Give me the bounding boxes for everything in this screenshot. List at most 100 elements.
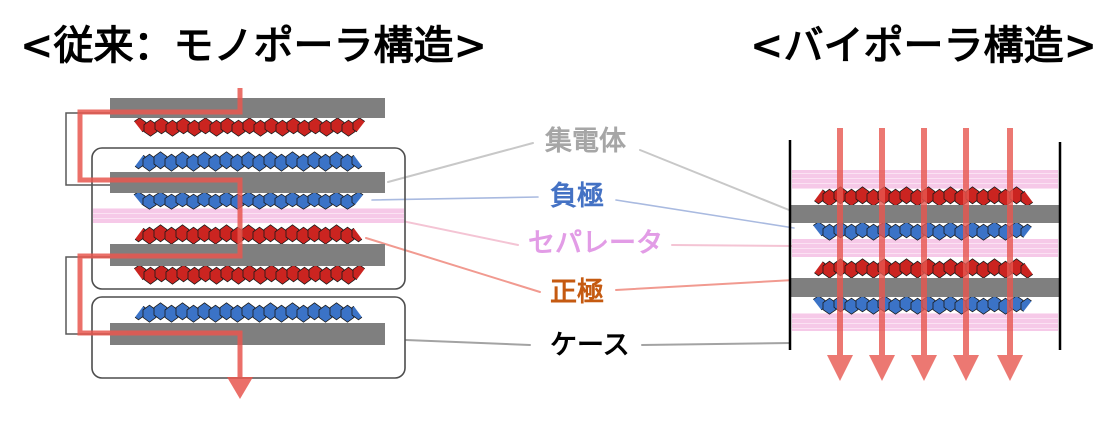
electrode-particle	[219, 151, 234, 170]
electrode-particle	[154, 264, 169, 283]
negative-callout-right	[615, 199, 795, 229]
electrode-particle	[176, 264, 191, 283]
electrode-particle	[153, 302, 168, 321]
electrode-particle	[263, 191, 278, 208]
electrode-particle	[219, 191, 234, 208]
electrode-particle	[899, 186, 914, 205]
electrode-particle	[330, 264, 345, 283]
electrode-particle	[197, 224, 212, 243]
electrode-particle	[330, 117, 345, 135]
electrode-particle	[307, 151, 322, 170]
electrode-particle	[987, 186, 1002, 205]
electrode-particle	[197, 151, 212, 170]
bipolar-current-arrowhead	[827, 355, 853, 381]
electrode-particle	[175, 302, 190, 321]
electrode-particle	[242, 264, 257, 283]
negative-electrode-label: 負極	[550, 181, 604, 212]
electrode-particle	[220, 264, 235, 283]
bipolar-current-arrow-3	[911, 128, 937, 381]
electrode-particle	[329, 151, 344, 170]
electrode-particle	[943, 221, 958, 239]
electrode-particle	[286, 117, 301, 135]
electrode-particle	[153, 191, 168, 208]
electrode-particle	[263, 224, 278, 243]
electrode-particle	[855, 295, 870, 313]
electrode-particle	[285, 224, 300, 243]
monopolar-separator	[93, 208, 404, 223]
case-callout-left	[405, 339, 531, 346]
electrode-particle	[263, 302, 278, 321]
bipolar-current-arrow-1	[827, 128, 853, 381]
positive-callout-right	[615, 279, 795, 291]
collector-label: 集電体	[545, 126, 626, 157]
bipolar-current-arrow-5	[997, 128, 1023, 381]
electrode-particle	[175, 224, 190, 243]
separator-label: セパレータ	[528, 228, 663, 259]
electrode-particle	[943, 258, 958, 277]
electrode-particle	[899, 258, 914, 277]
bipolar-current-flow	[827, 128, 1023, 381]
positive-electrode-label: 正極	[550, 277, 604, 308]
electrode-particle	[263, 151, 278, 170]
electrode-particle	[987, 221, 1002, 239]
monopolar-current-collector-4	[110, 323, 385, 345]
electrode-particle	[285, 151, 300, 170]
electrode-particle	[855, 186, 870, 205]
monopolar-tab-connector-2	[65, 256, 110, 335]
electrode-particle	[197, 191, 212, 208]
electrode-particle	[329, 224, 344, 243]
electrode-particle	[899, 221, 914, 239]
electrode-particle	[943, 295, 958, 313]
collector-callout-left	[387, 142, 534, 183]
monopolar-title: <従来：モノポーラ構造>	[20, 23, 488, 69]
electrode-particle	[197, 302, 212, 321]
monopolar-current-collector-3	[110, 244, 385, 266]
monopolar-current-collector-2	[110, 172, 385, 193]
monopolar-negative-electrode-3	[131, 302, 366, 323]
negative-callout-left	[371, 196, 539, 201]
monopolar-positive-electrode-2	[131, 224, 366, 245]
separator-callout-right	[671, 244, 795, 247]
bipolar-current-arrowhead	[911, 355, 937, 381]
electrode-particle	[855, 221, 870, 239]
bipolar-current-arrowhead	[953, 355, 979, 381]
monopolar-tab-connector-1	[65, 112, 110, 186]
positive-callout-left	[365, 237, 541, 293]
monopolar-positive-electrode-1	[132, 117, 367, 137]
electrode-particle	[855, 258, 870, 277]
electrode-particle	[987, 295, 1002, 313]
electrode-particle	[198, 117, 213, 135]
case-label: ケース	[550, 330, 630, 361]
electrode-particle	[241, 151, 256, 170]
electrode-particle	[307, 302, 322, 321]
electrode-particle	[242, 117, 257, 135]
electrode-particle	[943, 186, 958, 205]
electrode-particle	[241, 302, 256, 321]
electrode-particle	[329, 191, 344, 208]
electrode-particle	[153, 151, 168, 170]
monopolar-current-flow	[77, 88, 253, 399]
electrode-particle	[153, 224, 168, 243]
electrode-particle	[308, 264, 323, 283]
bipolar-negative-electrode-1	[811, 221, 1035, 241]
electrode-particle	[264, 264, 279, 283]
electrode-particle	[198, 264, 213, 283]
bipolar-current-arrowhead	[869, 355, 895, 381]
electrode-particle	[175, 191, 190, 208]
electrode-particle	[219, 224, 234, 243]
monopolar-negative-electrode-1	[131, 151, 366, 172]
electrode-particle	[899, 295, 914, 313]
monopolar-current-path	[77, 88, 243, 380]
electrode-particle	[285, 191, 300, 208]
electrode-particle	[220, 117, 235, 135]
electrode-particle	[329, 302, 344, 321]
collector-callout-right	[639, 149, 795, 213]
monopolar-cell-case-1	[91, 147, 406, 290]
bipolar-current-arrow-4	[953, 128, 979, 381]
monopolar-current-arrowhead	[227, 377, 253, 399]
bipolar-title: <バイポーラ構造>	[749, 23, 1097, 69]
electrode-particle	[308, 117, 323, 135]
electrode-particle	[154, 117, 169, 135]
